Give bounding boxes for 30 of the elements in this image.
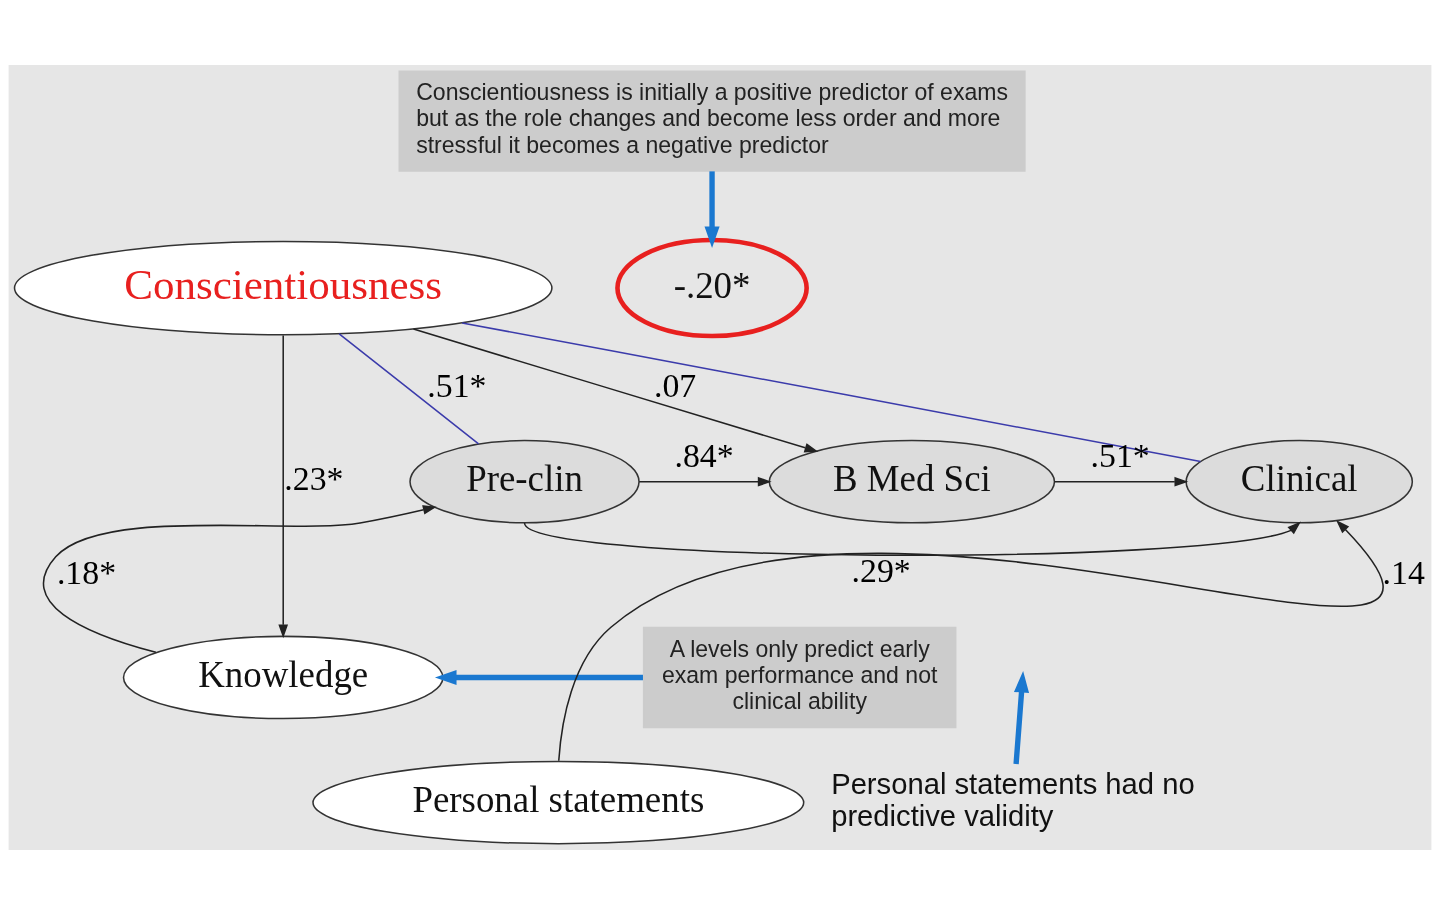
arrow <box>412 328 819 453</box>
node-box: Conscientiousness is initially a positive predictor of exams but as the role changes and become less order and more stressful it becomes a negative predictor <box>398 70 1026 172</box>
node-ellipse: Personal statements <box>312 760 805 845</box>
edge-label: .23* <box>284 460 344 498</box>
arrow <box>638 476 772 487</box>
arrow <box>43 505 437 654</box>
arrow <box>558 520 1381 762</box>
arrow <box>1053 476 1189 487</box>
node-ellipse: B Med Sci <box>768 439 1056 524</box>
arrow <box>1013 671 1030 765</box>
edge-label: .29* <box>851 552 911 590</box>
node-box: A levels only predict early exam performance and not clinical ability <box>642 626 957 729</box>
node-ellipse: Knowledge <box>122 635 444 720</box>
node-ellipse: Conscientiousness <box>13 240 553 336</box>
edge-label: .51* <box>427 366 487 404</box>
node-text: Personal statements had no predictive validity <box>831 767 1195 832</box>
arrow <box>278 334 289 639</box>
node-ellipse: Pre-clin <box>409 439 640 524</box>
node-ellipse: -.20* <box>615 237 809 339</box>
edge-label: .14 <box>1382 553 1425 591</box>
edge-label: .07 <box>654 366 697 404</box>
arrow <box>523 521 1301 556</box>
edge-label: .18* <box>56 553 117 591</box>
connector <box>461 322 1202 463</box>
node-ellipse: Clinical <box>1185 439 1414 524</box>
edge-label: .51* <box>1090 437 1150 475</box>
arrow <box>434 669 643 686</box>
arrow <box>704 171 720 249</box>
connector <box>338 333 480 445</box>
edge-label: .84* <box>674 437 734 475</box>
